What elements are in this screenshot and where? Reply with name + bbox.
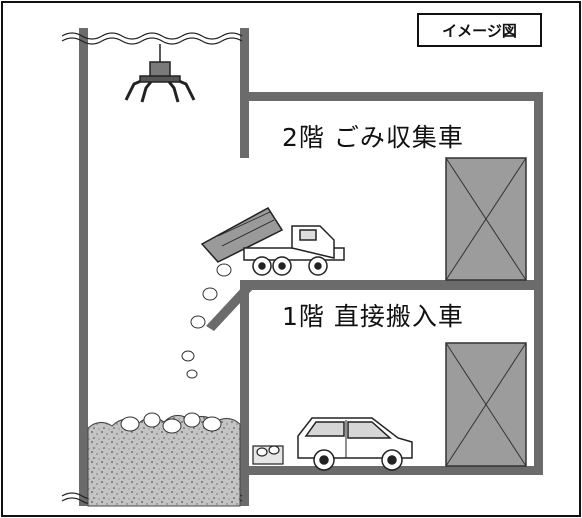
image-badge: イメージ図: [417, 13, 542, 47]
floor2-slab: [240, 280, 543, 290]
door-floor1: [445, 342, 527, 467]
crane-grab: [124, 44, 196, 103]
floor1-label: 1階 直接搬入車: [282, 302, 464, 331]
waste-cart: [252, 445, 284, 465]
pit-left-wall: [79, 28, 88, 506]
garbage-bags-on-pile: [120, 412, 222, 434]
pit-right-wall-lower: [240, 290, 249, 506]
floor2-label: 2階 ごみ収集車: [282, 123, 464, 152]
roof-slab: [240, 92, 543, 101]
dump-chute: [206, 283, 254, 331]
falling-garbage: [181, 263, 232, 379]
minivan: [297, 417, 413, 471]
door-floor2: [445, 157, 527, 281]
garbage-truck: [200, 207, 345, 276]
top-break-line: [61, 32, 243, 40]
